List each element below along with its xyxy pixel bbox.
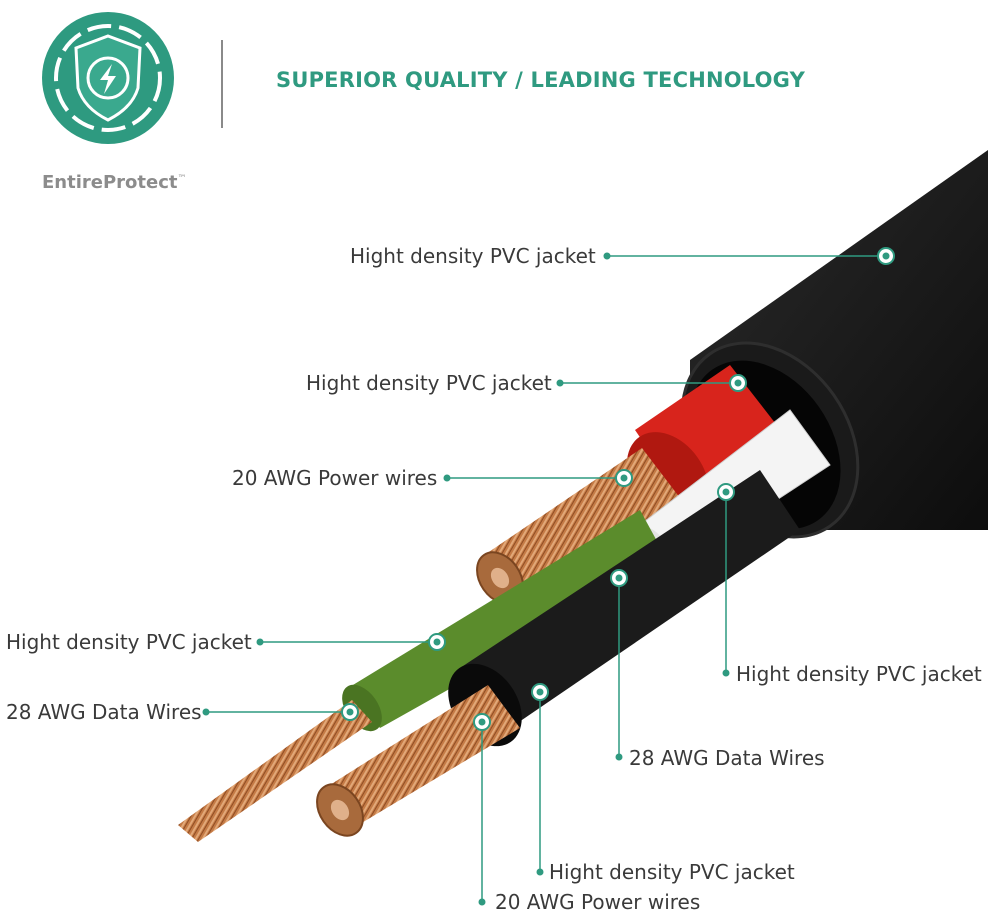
callout-label-green-jacket: Hight density PVC jacket bbox=[6, 630, 252, 654]
logo bbox=[42, 12, 174, 144]
green-wire-shape bbox=[178, 510, 670, 842]
callout-label-black-jacket: Hight density PVC jacket bbox=[549, 860, 795, 884]
callout-label-data-wire-left: 28 AWG Data Wires bbox=[6, 700, 202, 724]
red-wire-shape bbox=[476, 365, 800, 605]
callout-label-data-wire-center: 28 AWG Data Wires bbox=[629, 746, 825, 770]
black-wire-shape bbox=[316, 470, 800, 837]
callout-markers bbox=[202, 247, 895, 906]
callout-label-power-wire-bottom: 20 AWG Power wires bbox=[495, 890, 701, 914]
callout-label-white-jacket: Hight density PVC jacket bbox=[736, 662, 982, 686]
brand-name-text: EntireProtect bbox=[42, 172, 178, 193]
callout-label-outer-jacket: Hight density PVC jacket bbox=[350, 244, 596, 268]
callout-lines bbox=[206, 255, 886, 902]
headline: SUPERIOR QUALITY / LEADING TECHNOLOGY bbox=[276, 68, 806, 92]
callout-label-red-jacket: Hight density PVC jacket bbox=[306, 371, 552, 395]
brand-trademark: ™ bbox=[177, 174, 187, 184]
callout-label-power-wire-top: 20 AWG Power wires bbox=[232, 466, 438, 490]
brand-name: EntireProtect™ bbox=[42, 172, 187, 193]
